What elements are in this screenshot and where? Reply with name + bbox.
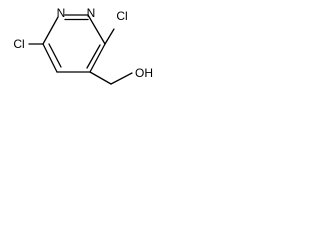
bond-c5-c6-double: [48, 43, 62, 68]
bond-c3-c4-single: [89, 43, 106, 73]
bond-c4-ch2: [89, 71, 112, 85]
bond-c5-c6-single: [42, 43, 58, 73]
bond-ch2-oh: [110, 72, 133, 85]
atom-cl-top: Cl: [116, 9, 127, 23]
chemical-structure: N N Cl Cl OH: [13, 6, 153, 85]
bond-c6-n1: [42, 16, 59, 45]
atom-hydroxyl: OH: [135, 66, 153, 80]
bond-c3-c4-double: [86, 44, 101, 69]
atom-n2: N: [87, 6, 96, 20]
atom-n1: N: [57, 6, 66, 20]
bond-n2-c3: [87, 14, 106, 45]
atom-cl-bottom: Cl: [13, 37, 24, 51]
bond-c3-cl: [104, 28, 115, 45]
